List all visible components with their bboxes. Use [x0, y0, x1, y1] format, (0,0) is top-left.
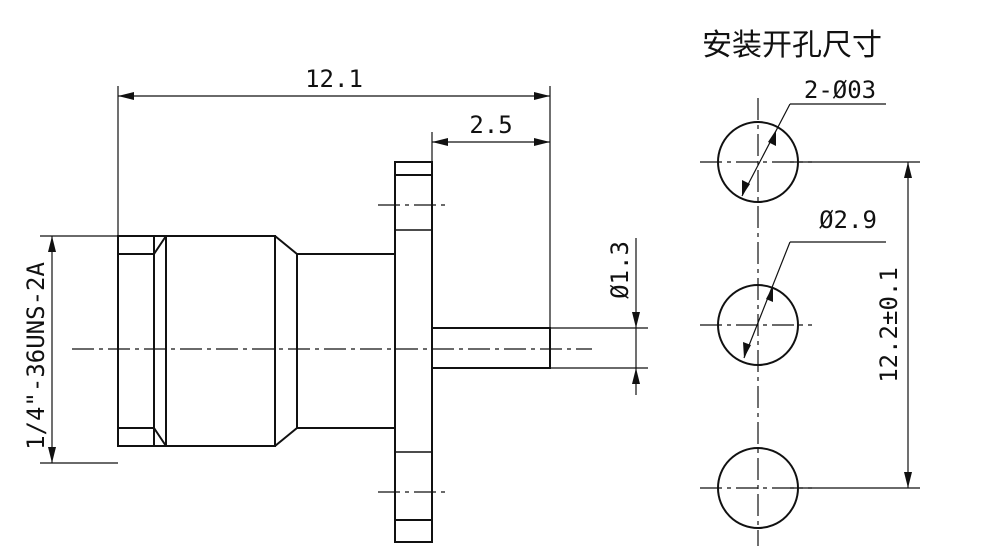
label-center-hole: Ø2.9: [819, 206, 877, 234]
connector-body: [117, 235, 395, 447]
mounting-hole-title: 安装开孔尺寸: [702, 28, 882, 63]
label-pin-diameter: Ø1.3: [606, 241, 634, 299]
hole-pattern: [700, 98, 812, 546]
label-pin-length: 2.5: [469, 111, 512, 139]
leader-mount-holes: [741, 103, 886, 197]
label-mount-holes: 2-Ø03: [804, 76, 876, 104]
dim-pin-length: [431, 132, 550, 162]
centerlines-left: [72, 204, 592, 493]
leader-center-hole: [743, 241, 886, 359]
label-overall-length: 12.1: [305, 65, 363, 93]
pin: [431, 327, 551, 369]
dim-hole-spacing: [790, 161, 920, 489]
dim-overall-length: [117, 86, 551, 328]
label-thread: 1/4"-36UNS-2A: [22, 262, 50, 450]
dim-thread: [40, 235, 118, 464]
dim-pin-diameter: [550, 238, 648, 395]
label-hole-spacing: 12.2±0.1: [875, 267, 903, 383]
flange: [394, 161, 433, 543]
